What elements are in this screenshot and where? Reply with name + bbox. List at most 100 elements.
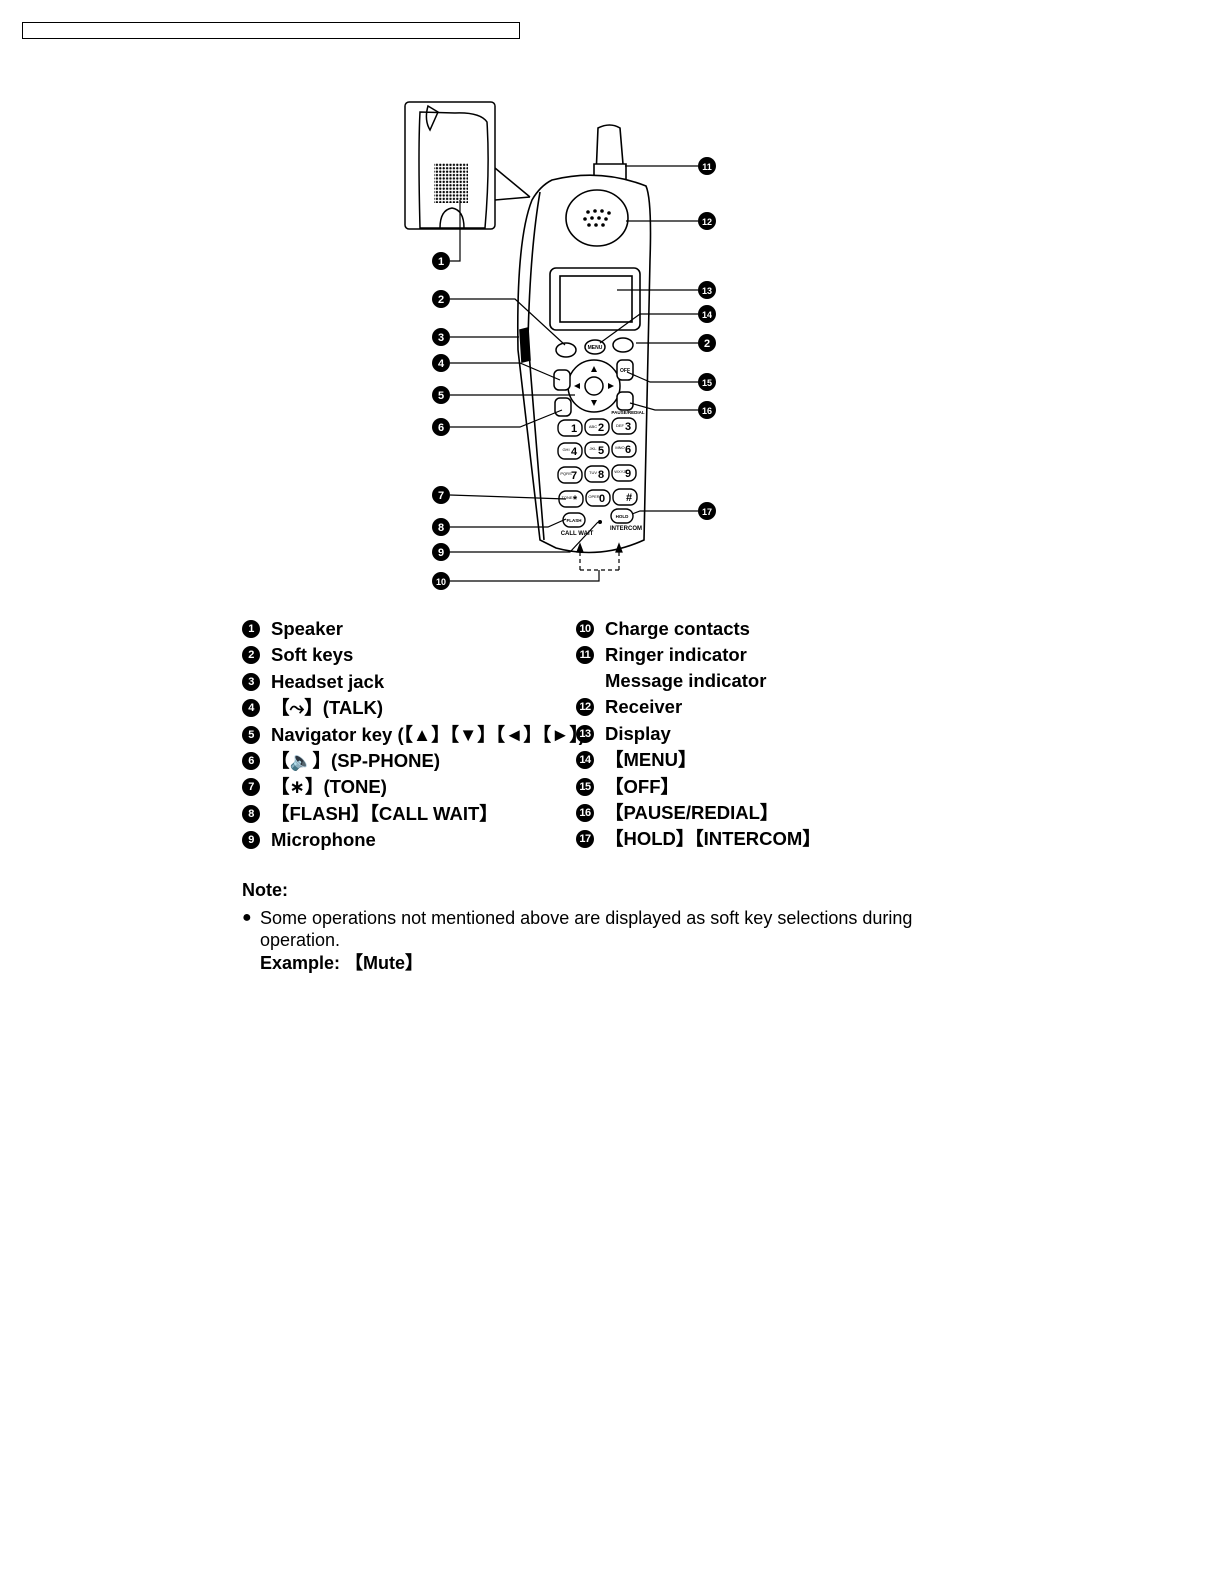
key-9-letters: WXYZ <box>614 469 626 474</box>
legend-item: 4【⤳】(TALK) <box>242 695 572 721</box>
legend-label: Headset jack <box>271 670 385 692</box>
callout-1: 1 <box>432 252 450 270</box>
soft-keys <box>555 337 634 358</box>
legend-label: 【PAUSE/REDIAL】 <box>605 801 779 823</box>
note-bullet-row: ● Some operations not mentioned above ar… <box>242 907 962 974</box>
svg-text:10: 10 <box>436 577 446 587</box>
svg-text:12: 12 <box>702 217 712 227</box>
callout-2-left: 2 <box>432 290 450 308</box>
legend-item: 10 Charge contacts <box>576 616 956 642</box>
legend-label: 【MENU】 <box>605 749 697 771</box>
svg-text:16: 16 <box>702 406 712 416</box>
legend-item: 2 Soft keys <box>242 642 572 668</box>
key-2: 2 <box>598 422 604 434</box>
callout-9: 9 <box>432 543 450 561</box>
legend-number: 10 <box>576 620 594 638</box>
svg-text:7: 7 <box>438 490 444 502</box>
legend-item: 7【∗】(TONE) <box>242 774 572 800</box>
legend-number: 15 <box>576 777 594 796</box>
key-star: * <box>573 494 578 506</box>
speaker-inset <box>404 101 531 230</box>
key-8: 8 <box>598 469 604 481</box>
callout-17: 17 <box>698 502 716 520</box>
legend-item: 8 【FLASH】【CALL WAIT】 <box>242 801 572 827</box>
legend-label: 【FLASH】【CALL WAIT】 <box>271 802 498 824</box>
key-7-letters: PQRS <box>560 471 572 476</box>
callout-2-right: 2 <box>698 334 716 352</box>
callout-badges: 1 2 3 4 5 6 7 8 9 10 11 12 13 14 2 15 16… <box>432 157 716 590</box>
key-4: 4 <box>571 446 578 458</box>
note-text: Some operations not mentioned above are … <box>260 908 913 950</box>
key-5: 5 <box>598 445 604 457</box>
svg-text:1: 1 <box>438 256 444 268</box>
key-5-letters: JKL <box>590 446 598 451</box>
key-star-letters: TONE <box>561 495 572 500</box>
legend-number: 14 <box>576 751 594 770</box>
legend-label: Navigator key (【▲】【▼】【◄】【►】) <box>271 723 585 745</box>
dial-pad <box>557 417 638 528</box>
legend-label: 【OFF】 <box>605 775 679 797</box>
legend-number: 6 <box>242 751 260 770</box>
callout-10: 10 <box>432 572 450 590</box>
legend-number: 2 <box>242 646 260 665</box>
dial-letters: ABC DEF GHI JKL MNO PQRS TUV WXYZ TONE O… <box>560 423 626 500</box>
callout-7: 7 <box>432 486 450 504</box>
callout-14: 14 <box>698 305 716 323</box>
hold-key-label: HOLD <box>616 514 629 519</box>
legend-number: 12 <box>576 698 594 717</box>
key-6: 6 <box>625 444 631 456</box>
svg-text:13: 13 <box>702 286 712 296</box>
callout-6: 6 <box>432 418 450 436</box>
off-key-label: OFF <box>620 368 630 374</box>
key-3: 3 <box>625 421 631 433</box>
legend-number: 13 <box>576 724 594 743</box>
display-screen <box>549 267 641 331</box>
callout-11: 11 <box>698 157 716 175</box>
callout-8: 8 <box>432 518 450 536</box>
legend-item: 17【HOLD】【INTERCOM】 <box>576 826 956 852</box>
legend-number: 11 <box>576 646 594 665</box>
legend-label: 【⤳】(TALK) <box>271 697 384 719</box>
key-8-letters: TUV <box>589 470 597 475</box>
legend-label: 【∗】(TONE) <box>271 776 387 798</box>
legend-item: 15 【OFF】 <box>576 774 956 800</box>
svg-text:9: 9 <box>438 547 444 559</box>
legend-number: 1 <box>242 620 260 638</box>
callout-13: 13 <box>698 281 716 299</box>
dial-digits: 1 2 3 4 5 6 7 8 9 * 0 # <box>571 421 632 506</box>
microphone-hole <box>598 520 602 524</box>
key-7: 7 <box>571 470 577 482</box>
legend-number: 8 <box>242 804 260 823</box>
svg-text:14: 14 <box>702 310 712 320</box>
callout-3: 3 <box>432 328 450 346</box>
leader-lines <box>449 165 698 582</box>
legend-label: Charge contacts <box>605 618 750 639</box>
note-title: Note: <box>242 880 288 900</box>
callout-15: 15 <box>698 373 716 391</box>
svg-text:17: 17 <box>702 507 712 517</box>
intercom-label: INTERCOM <box>610 526 642 532</box>
handset-illustration: MENU OFF PAUSE/REDIAL 1 2 3 4 5 6 7 8 9 … <box>404 101 716 590</box>
flash-key-label: FLASH <box>567 518 582 523</box>
receiver-earpiece <box>565 189 629 247</box>
svg-text:11: 11 <box>702 162 712 172</box>
note-section: Note: ● Some operations not mentioned ab… <box>242 880 962 974</box>
key-0-letters: OPER <box>588 494 599 499</box>
menu-key-label: MENU <box>588 345 603 351</box>
svg-text:2: 2 <box>704 338 710 350</box>
legend-item: 16 【PAUSE/REDIAL】 <box>576 800 956 826</box>
header-box <box>22 22 520 39</box>
svg-text:8: 8 <box>438 522 444 534</box>
legend-label: Soft keys <box>271 644 354 666</box>
legend-label: 【HOLD】【INTERCOM】 <box>605 828 821 850</box>
legend-number: 16 <box>576 803 594 822</box>
note-example: Example: 【Mute】 <box>260 953 424 973</box>
svg-text:15: 15 <box>702 378 712 388</box>
legend-number: 9 <box>242 831 260 850</box>
